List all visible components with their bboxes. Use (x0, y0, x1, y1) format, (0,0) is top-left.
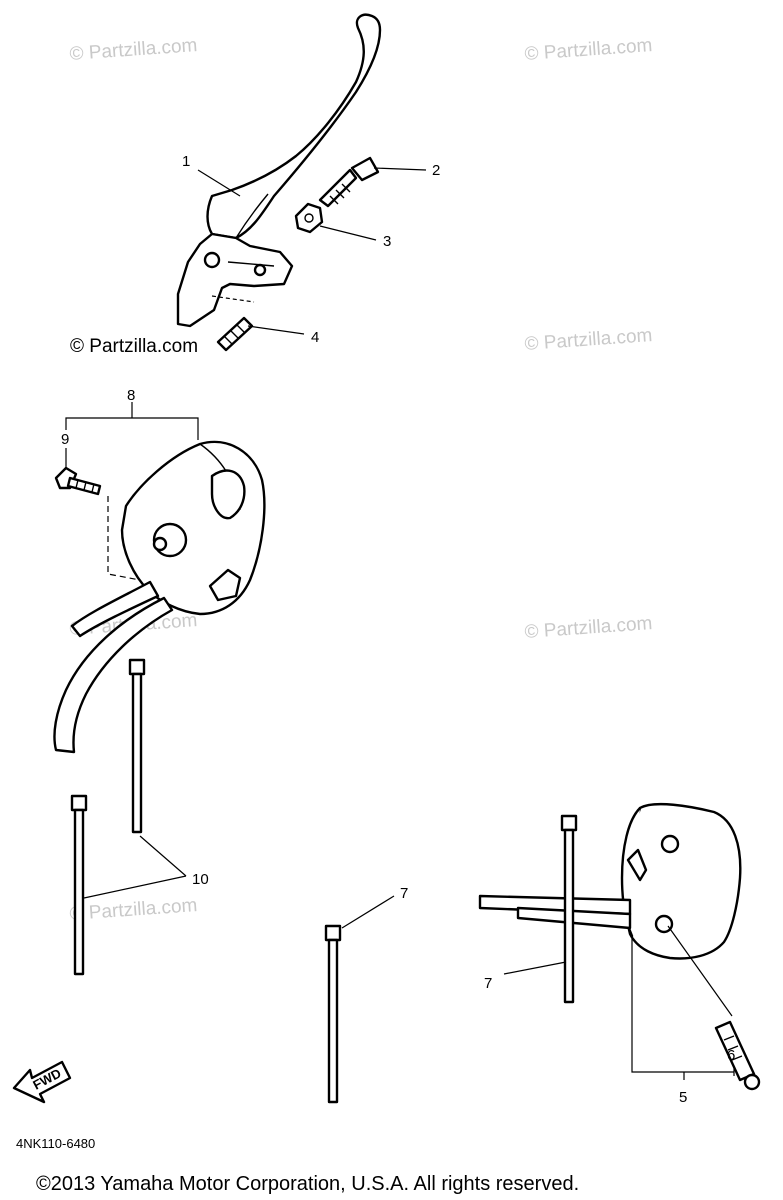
callout-4: 4 (311, 329, 319, 346)
cable-tie (324, 924, 342, 1104)
lever-spring (211, 295, 255, 352)
callout-6: 6 (727, 1047, 735, 1064)
watermark: © Partzilla.com (69, 895, 198, 925)
leader-line-1 (197, 169, 241, 197)
watermark: © Partzilla.com (524, 35, 653, 65)
leader-line-10 (83, 835, 187, 899)
right-handlebar-switch (478, 802, 742, 960)
leader-line-7 (341, 895, 395, 929)
callout-10: 10 (192, 871, 209, 888)
callout-8: 8 (127, 387, 135, 404)
leader-line-3 (319, 225, 377, 241)
watermark: © Partzilla.com (70, 336, 198, 357)
forward-arrow-icon: FWD (12, 1060, 72, 1104)
callout-7b: 7 (484, 975, 492, 992)
switch-wire-harness (53, 596, 174, 754)
leader-line-2 (373, 167, 427, 171)
callout-bracket-8 (65, 417, 199, 440)
cable-tie (70, 794, 88, 976)
screw-axis (107, 496, 141, 581)
cable-tie (128, 658, 146, 834)
copyright-notice: ©2013 Yamaha Motor Corporation, U.S.A. A… (36, 1173, 579, 1195)
clutch-lever (176, 13, 382, 328)
watermark: © Partzilla.com (69, 35, 198, 65)
watermark: © Partzilla.com (524, 325, 653, 355)
callout-5: 5 (679, 1089, 687, 1106)
left-handlebar-switch (70, 440, 266, 638)
callout-9: 9 (61, 431, 69, 448)
switch-screw (54, 466, 102, 496)
leader-line-7b (503, 961, 567, 975)
lever-nut (294, 202, 324, 234)
callout-3: 3 (383, 233, 391, 250)
leader-line-6 (667, 925, 735, 1076)
callout-2: 2 (432, 162, 440, 179)
lever-bolt (318, 156, 380, 208)
cable-tie (560, 814, 578, 1004)
leader-line-4 (247, 325, 305, 335)
diagram-code: 4NK110-6480 (16, 1136, 95, 1151)
watermark: © Partzilla.com (524, 613, 653, 643)
callout-bracket-5 (631, 936, 734, 1080)
callout-1: 1 (182, 153, 190, 170)
right-switch-screw (714, 1020, 761, 1091)
callout-7: 7 (400, 885, 408, 902)
